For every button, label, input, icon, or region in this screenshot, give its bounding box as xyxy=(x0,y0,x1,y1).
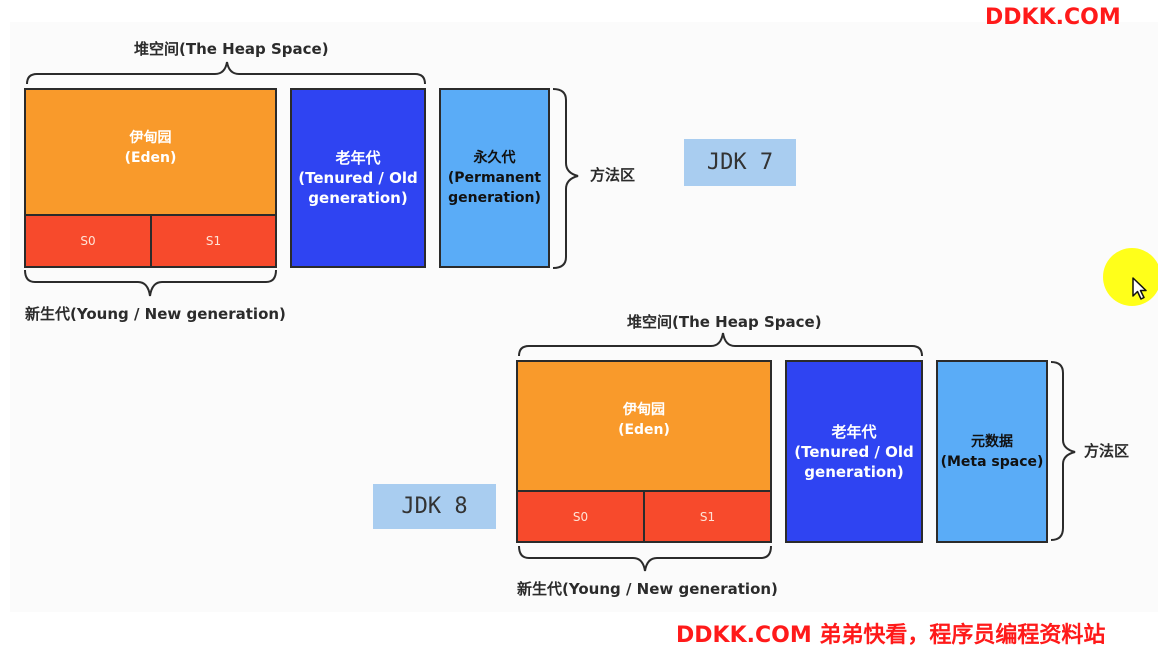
jdk7-method-area-label: 方法区 xyxy=(590,166,636,184)
jdk7-young-brace xyxy=(24,269,277,297)
jdk7-s0-label: S0 xyxy=(80,234,96,248)
jdk8-old-box: 老年代 (Tenured / Old generation) xyxy=(785,360,923,543)
jdk7-heap-label: 堆空间(The Heap Space) xyxy=(134,40,329,58)
jdk7-perm-name: 永久代 xyxy=(473,150,516,166)
jdk8-young-label: 新生代(Young / New generation) xyxy=(517,580,778,598)
jdk8-method-brace xyxy=(1050,361,1076,541)
cursor-highlight xyxy=(1103,248,1158,306)
jdk8-eden-box: 伊甸园 (Eden) xyxy=(516,360,772,492)
jdk7-young-label: 新生代(Young / New generation) xyxy=(25,305,286,323)
jdk8-s0-box: S0 xyxy=(516,490,645,543)
jdk7-method-brace xyxy=(552,88,579,269)
jdk7-s1-box: S1 xyxy=(150,214,277,268)
jdk8-heap-label: 堆空间(The Heap Space) xyxy=(627,313,822,331)
watermark-bottom: DDKK.COM 弟弟快看，程序员编程资料站 xyxy=(676,623,1106,648)
jdk8-eden-name: 伊甸园 xyxy=(623,402,665,418)
jdk7-old-box: 老年代 (Tenured / Old generation) xyxy=(290,88,426,268)
jdk7-eden-box: 伊甸园 (Eden) xyxy=(24,88,277,216)
jdk8-method-area-label: 方法区 xyxy=(1084,442,1130,460)
jdk8-old-name: 老年代 xyxy=(831,422,877,441)
jdk7-old-en-1: (Tenured / Old xyxy=(298,169,418,187)
mouse-pointer-icon xyxy=(1132,277,1147,300)
jdk7-s0-box: S0 xyxy=(24,214,152,268)
jdk7-version-label: JDK 7 xyxy=(684,139,796,186)
jdk8-s1-box: S1 xyxy=(643,490,772,543)
jdk8-s1-label: S1 xyxy=(699,509,716,524)
jdk8-old-en-1: (Tenured / Old xyxy=(794,442,914,461)
jdk7-eden-name: 伊甸园 xyxy=(129,130,172,146)
jdk7-permanent-box: 永久代 (Permanent generation) xyxy=(439,88,550,268)
jdk7-eden-en: (Eden) xyxy=(124,150,177,166)
jdk8-meta-name: 元数据 xyxy=(971,433,1013,450)
jdk7-old-name: 老年代 xyxy=(335,149,381,167)
jdk8-heap-brace xyxy=(518,332,923,357)
jdk7-old-en-2: generation) xyxy=(308,189,408,207)
jdk7-perm-en-2: generation) xyxy=(448,190,541,206)
jdk8-old-en-2: generation) xyxy=(804,462,904,481)
jdk8-s0-label: S0 xyxy=(572,509,589,524)
jdk7-s1-label: S1 xyxy=(205,234,222,248)
jdk8-version-label: JDK 8 xyxy=(373,484,496,529)
watermark-top: DDKK.COM xyxy=(985,5,1121,30)
jdk8-eden-en: (Eden) xyxy=(618,422,670,438)
jdk7-heap-brace xyxy=(26,61,426,85)
jdk7-perm-en-1: (Permanent xyxy=(447,170,542,186)
jdk8-young-brace xyxy=(518,545,772,572)
jdk8-meta-en: (Meta space) xyxy=(940,453,1044,470)
jdk8-metaspace-box: 元数据 (Meta space) xyxy=(936,360,1048,543)
